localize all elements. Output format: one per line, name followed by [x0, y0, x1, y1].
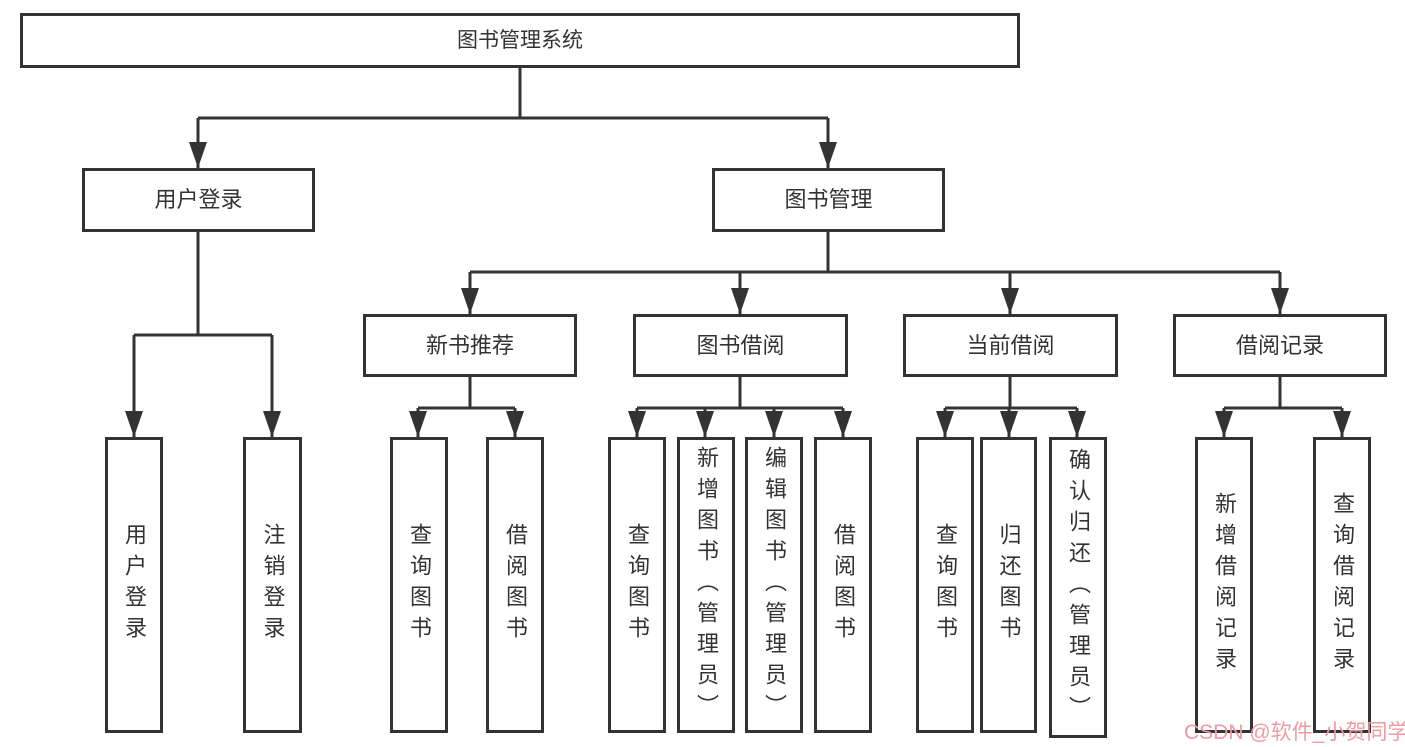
node-user-login: 用户登录: [82, 168, 315, 232]
leaf-add-borrow-record-label: 新增借阅记录: [1212, 492, 1237, 678]
leaf-query-borrow-record-label: 查询借阅记录: [1330, 492, 1355, 678]
leaf-confirm-return-admin-label: 确认归还（管理员）: [1066, 448, 1091, 727]
node-book-management: 图书管理: [712, 168, 945, 232]
arrowheads: [125, 142, 1351, 437]
leaf-query-books-3: 查询图书: [916, 437, 974, 733]
node-root-library-system: 图书管理系统: [20, 13, 1020, 68]
leaf-logout-label: 注销登录: [260, 523, 286, 647]
leaf-query-books-1-label: 查询图书: [407, 523, 432, 647]
leaf-confirm-return-admin: 确认归还（管理员）: [1049, 437, 1107, 738]
leaf-borrow-books-1-label: 借阅图书: [503, 523, 528, 647]
leaf-user-login-label: 用户登录: [122, 523, 147, 647]
leaf-query-books-2: 查询图书: [608, 437, 666, 733]
node-book-borrow: 图书借阅: [633, 314, 848, 377]
leaf-return-books: 归还图书: [980, 437, 1037, 733]
node-current-borrow: 当前借阅: [903, 314, 1118, 377]
leaf-borrow-books-1: 借阅图书: [486, 437, 544, 733]
leaf-add-books-admin-label: 新增图书（管理员）: [694, 445, 719, 725]
leaf-borrow-books-2: 借阅图书: [814, 437, 872, 733]
leaf-edit-books-admin-label: 编辑图书（管理员）: [762, 445, 787, 725]
leaf-add-borrow-record: 新增借阅记录: [1195, 437, 1253, 733]
csdn-watermark: CSDN @软件_小贺同学: [1184, 721, 1405, 744]
leaf-logout: 注销登录: [243, 437, 302, 733]
leaf-return-books-label: 归还图书: [996, 523, 1022, 647]
leaf-add-books-admin: 新增图书（管理员）: [677, 437, 735, 733]
node-new-book-recommend: 新书推荐: [363, 314, 577, 377]
leaf-edit-books-admin: 编辑图书（管理员）: [745, 437, 803, 733]
leaf-query-borrow-record: 查询借阅记录: [1313, 437, 1371, 733]
leaf-borrow-books-2-label: 借阅图书: [831, 523, 856, 647]
node-borrow-records: 借阅记录: [1173, 314, 1387, 377]
connector-paths: [132, 68, 1344, 437]
leaf-query-books-3-label: 查询图书: [933, 523, 958, 647]
leaf-query-books-1: 查询图书: [390, 437, 448, 733]
leaf-user-login: 用户登录: [105, 437, 163, 733]
leaf-query-books-2-label: 查询图书: [625, 523, 650, 647]
